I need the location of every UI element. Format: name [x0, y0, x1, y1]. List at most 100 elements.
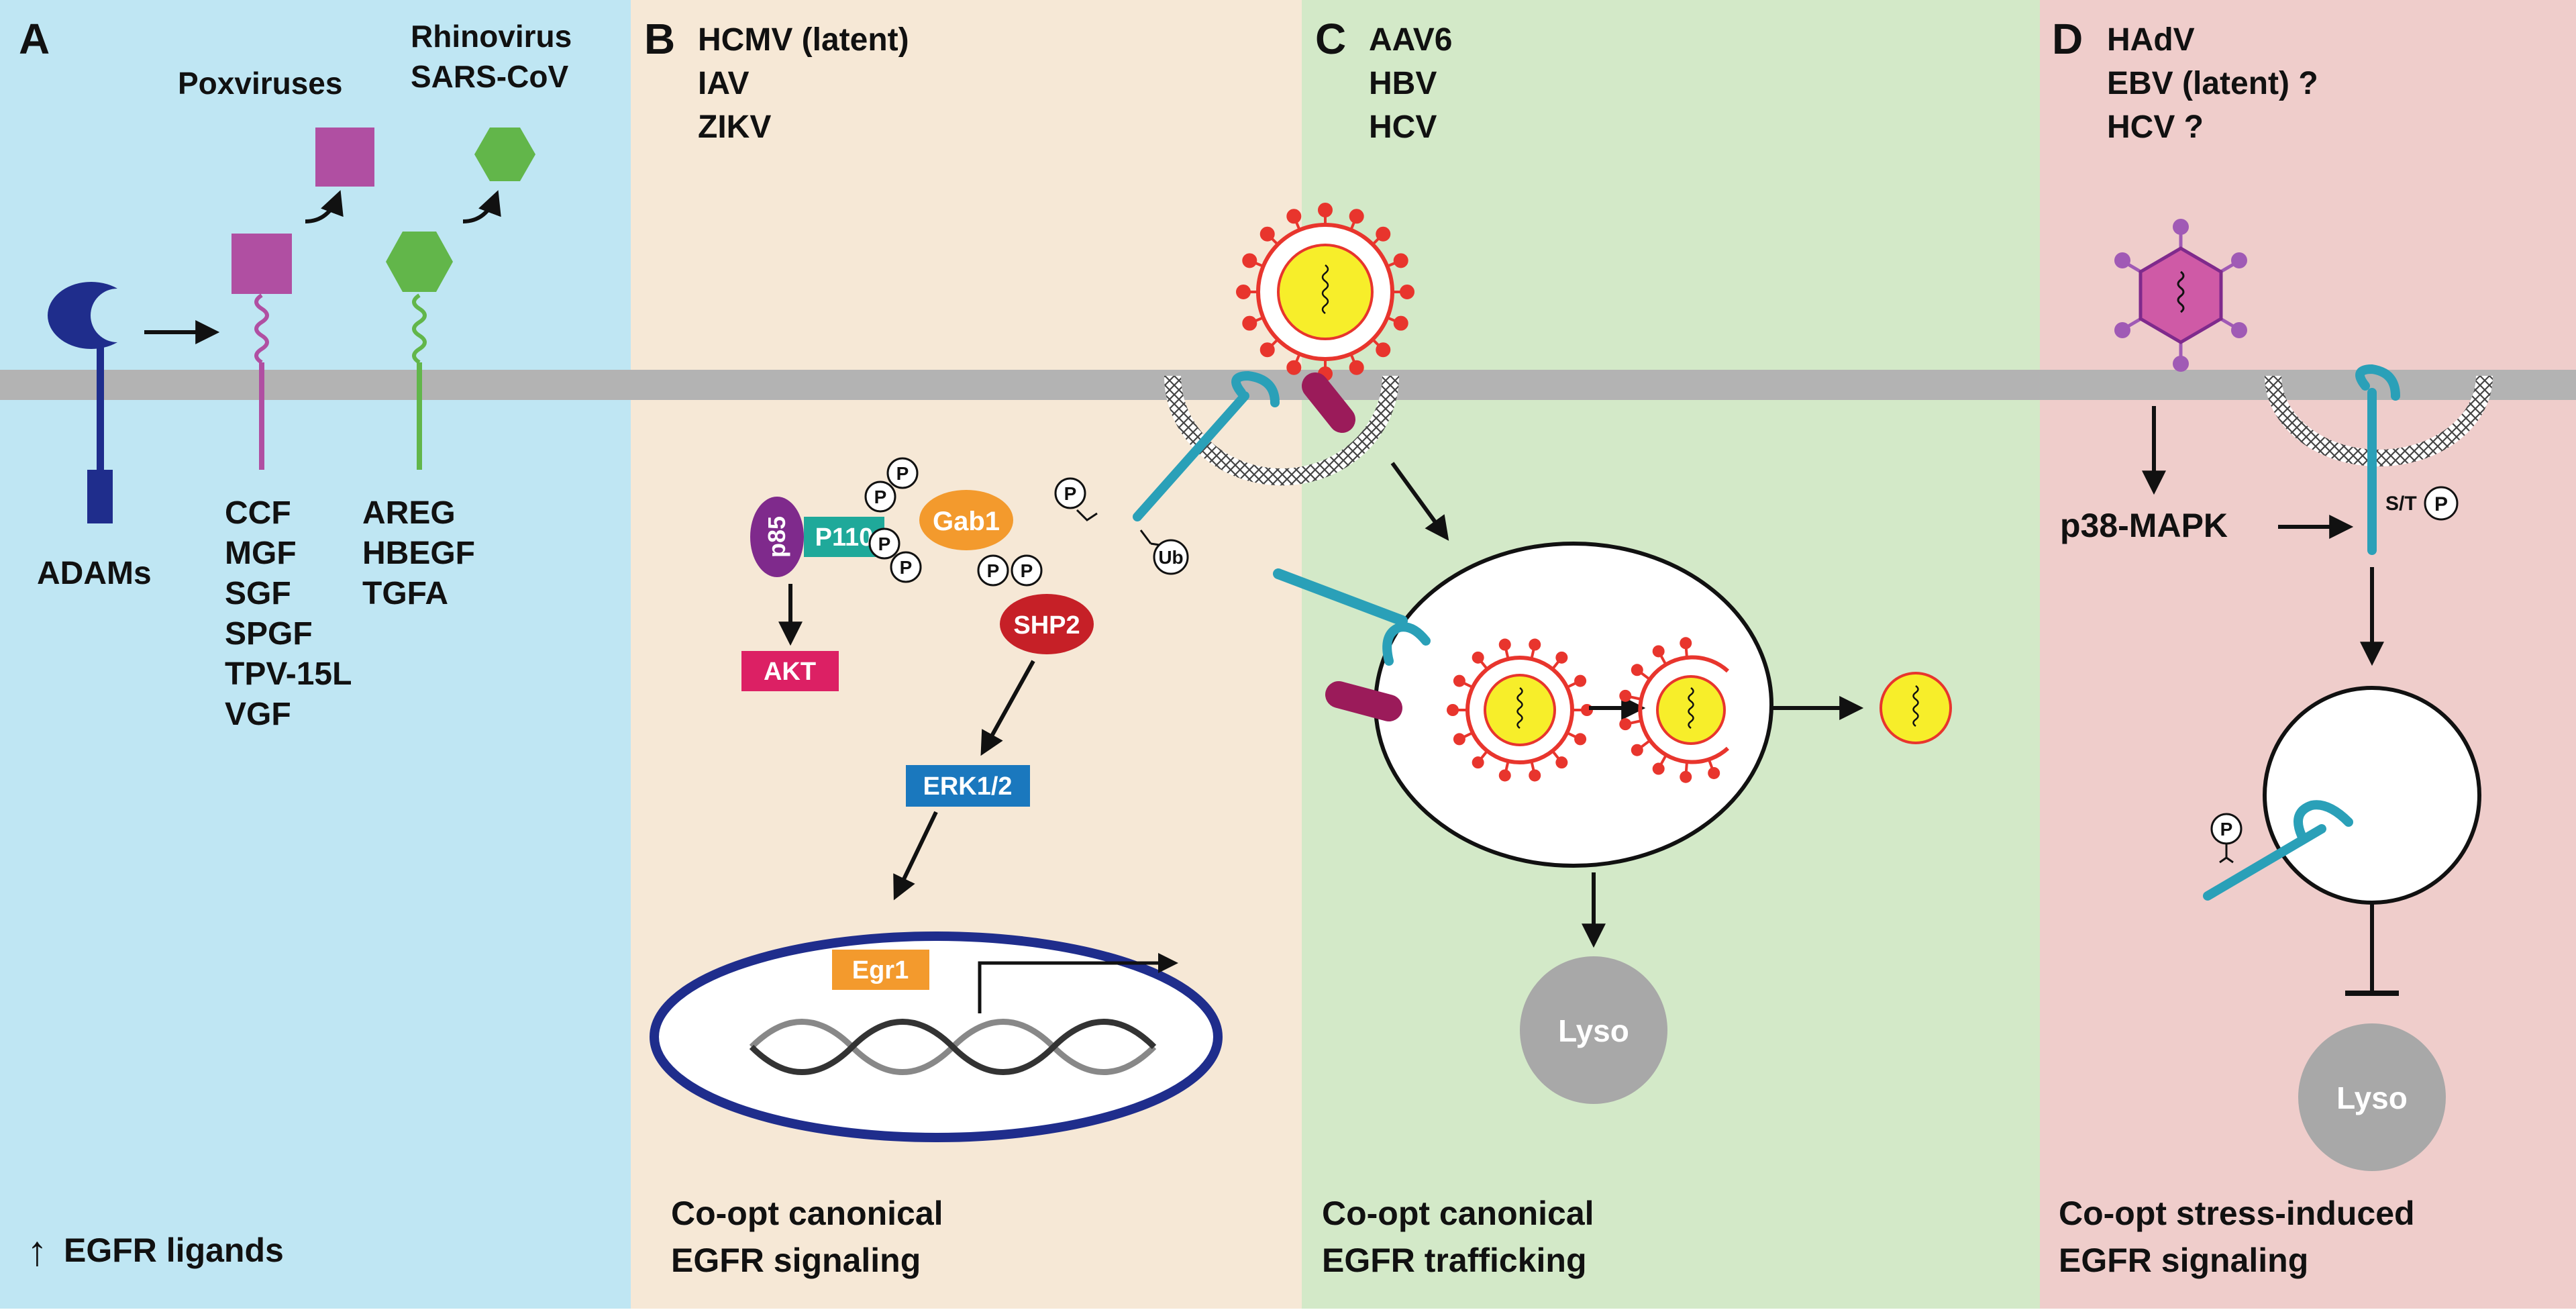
- pox-ligand-icon: [231, 128, 374, 470]
- shp2-node: [1000, 594, 1094, 654]
- virion-spike-tip: [1349, 209, 1364, 224]
- p85-label: p85: [763, 516, 790, 558]
- host-ligand-areg: AREG: [362, 495, 456, 531]
- virion-spike-tip: [1242, 315, 1257, 331]
- shp2-label: SHP2: [1013, 611, 1080, 640]
- virus-iav: IAV: [698, 66, 749, 101]
- egfr-receptor-b: [1133, 370, 1280, 521]
- virus-hcmv: HCMV (latent): [698, 22, 909, 58]
- phospho-d-link: [2219, 844, 2234, 864]
- egfr-receptor-c: [1273, 568, 1431, 666]
- virion-spike-tip: [1236, 285, 1251, 299]
- caption-a-arrow: ↑: [27, 1228, 48, 1274]
- caption-a: EGFR ligands: [64, 1231, 284, 1269]
- pox-ligand-vgf: VGF: [225, 697, 291, 732]
- block-inhibition-icon: [2345, 903, 2399, 996]
- virion-spike-tip: [1376, 226, 1391, 242]
- internalization-arrow: [1390, 462, 1449, 541]
- virion-spike-tip: [1318, 203, 1333, 217]
- shp2-to-erk-arrow: [980, 660, 1035, 756]
- virion-spike-tip: [1555, 756, 1568, 769]
- poxviruses-label: Poxviruses: [178, 66, 342, 101]
- virion-spike-tip: [1619, 718, 1632, 731]
- virion-in-endosome-icon: [1447, 638, 1593, 782]
- pox-ligand-mgf: MGF: [225, 536, 297, 571]
- virion-spike-tip: [1498, 769, 1511, 782]
- endosome-d: [2263, 686, 2481, 905]
- caption-c-line1: Co-opt canonical: [1322, 1195, 1594, 1232]
- virion-spike-tip: [1574, 674, 1587, 687]
- virion-spike-tip: [1472, 756, 1484, 769]
- virion-spike-tip: [1574, 733, 1587, 746]
- p38-label: p38-MAPK: [2060, 507, 2228, 544]
- lyso-label-d: Lyso: [2336, 1080, 2408, 1115]
- released-genome-icon: [1879, 672, 1952, 744]
- virion-spike-tip: [1708, 766, 1720, 779]
- panel-a-background: [0, 0, 631, 1309]
- egr1-node: [832, 950, 929, 990]
- akt-node: [741, 651, 839, 691]
- akt-label: AKT: [764, 658, 816, 686]
- caption-b-line2: EGFR signaling: [671, 1242, 921, 1279]
- virion-spike-tip: [1652, 762, 1665, 775]
- co-receptor-endosome: [1325, 681, 1402, 721]
- caption-d-line1: Co-opt stress-induced: [2059, 1195, 2415, 1232]
- sars-cov-label: SARS-CoV: [411, 59, 568, 94]
- ubiquitin-label: Ub: [1158, 547, 1183, 568]
- caption-b-line1: Co-opt canonical: [671, 1195, 943, 1232]
- virion-spike-tip: [1286, 209, 1302, 224]
- caption-d-line2: EGFR signaling: [2059, 1242, 2308, 1279]
- virus-aav6: AAV6: [1369, 22, 1452, 58]
- panel-d-letter: D: [2052, 15, 2083, 63]
- virion-spike-tip: [1453, 674, 1465, 687]
- virion-spike-tip: [1453, 733, 1465, 746]
- pox-ligand-spgf: SPGF: [225, 616, 313, 652]
- erk-to-nucleus-arrow: [893, 811, 938, 901]
- egfr-receptor-d-internal: [2203, 800, 2353, 901]
- lysosome-d: [2298, 1023, 2446, 1171]
- lysosome-c: [1520, 956, 1667, 1104]
- pox-ligand-sgf: SGF: [225, 576, 291, 611]
- virion-spike-tip: [1498, 638, 1511, 651]
- p110-label: P110: [815, 523, 874, 552]
- phospho-st-label: P: [2434, 493, 2448, 515]
- gab1-node: [919, 490, 1013, 550]
- svg-text:P: P: [900, 557, 913, 578]
- virion-icon: [1236, 203, 1414, 381]
- virion-spike-tip: [1259, 226, 1275, 242]
- virus-zikv: ZIKV: [698, 109, 771, 145]
- clathrin-pit-d: [2265, 376, 2493, 466]
- panel-b-letter: B: [644, 15, 675, 63]
- virion-spike-tip: [1529, 769, 1541, 782]
- virion-spike-tip: [1242, 253, 1257, 268]
- adams-label: ADAMs: [37, 556, 152, 591]
- cell-membrane: [0, 370, 2576, 400]
- egfr-receptor-d: [2355, 364, 2400, 555]
- pox-ligand-ccf: CCF: [225, 495, 291, 531]
- virion-spike-tip: [1286, 360, 1302, 375]
- pox-ligand-tpv15l: TPV-15L: [225, 656, 352, 692]
- virus-hcv-d: HCV ?: [2107, 109, 2204, 145]
- virus-hadv: HAdV: [2107, 22, 2195, 58]
- virion-spike-tip: [1529, 638, 1541, 651]
- dna-helix: [749, 1019, 1157, 1075]
- virion-spike-tip: [1619, 689, 1632, 702]
- transcription-arrow: [978, 953, 1178, 1013]
- svg-text:P: P: [878, 534, 891, 554]
- svg-text:P: P: [987, 560, 1000, 581]
- panel-a-letter: A: [19, 15, 50, 63]
- phospho-d-label: P: [2220, 819, 2233, 840]
- virion-spike-tip: [1393, 315, 1408, 331]
- erk-label: ERK1/2: [923, 772, 1012, 801]
- svg-text:P: P: [1064, 483, 1077, 504]
- host-ligand-icon: [386, 128, 535, 470]
- clathrin-pit-b: [1164, 376, 1399, 486]
- virus-ebv: EBV (latent) ?: [2107, 66, 2318, 101]
- virus-hbv: HBV: [1369, 66, 1437, 101]
- svg-text:P: P: [1021, 560, 1033, 581]
- adenovirus-icon: [2114, 219, 2247, 372]
- host-ligand-tgfa: TGFA: [362, 576, 448, 611]
- virion-spike-tip: [1631, 664, 1643, 676]
- virus-hcv-c: HCV: [1369, 109, 1437, 145]
